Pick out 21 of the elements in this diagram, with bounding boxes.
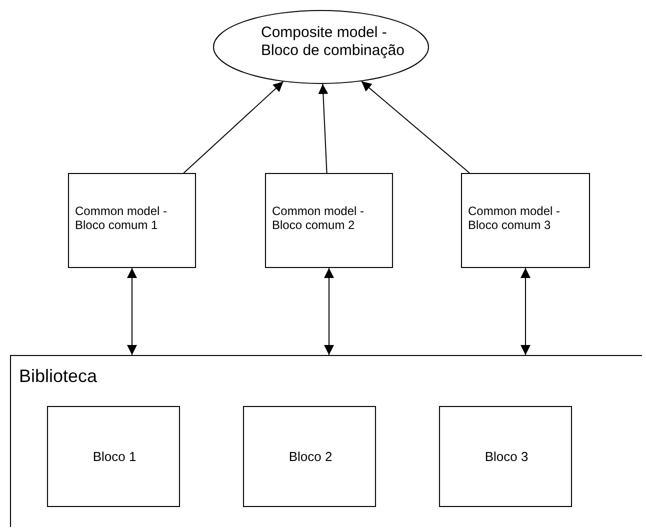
node-label: Bloco 1 [92,449,138,465]
process-box [439,406,572,507]
process-box [243,406,376,507]
node-label: Composite model - Bloco de combinação [261,24,406,60]
arrow [520,268,530,356]
node-label: Bloco 2 [288,449,334,465]
node-label: Common model - Bloco comum 1 [75,204,168,233]
ellipse-node [213,10,429,84]
process-box [461,173,590,268]
arrow [360,80,470,174]
arrow [324,268,334,356]
arrow [183,81,284,174]
process-box [68,173,196,268]
arrow [318,84,328,174]
node-label: Bloco 3 [484,449,530,465]
process-box [47,406,180,507]
process-box [265,173,393,268]
container-title: Biblioteca [19,366,98,388]
node-label: Common model - Bloco comum 2 [272,204,366,233]
node-label: Common model - Bloco comum 3 [468,204,562,233]
arrow [127,268,137,356]
